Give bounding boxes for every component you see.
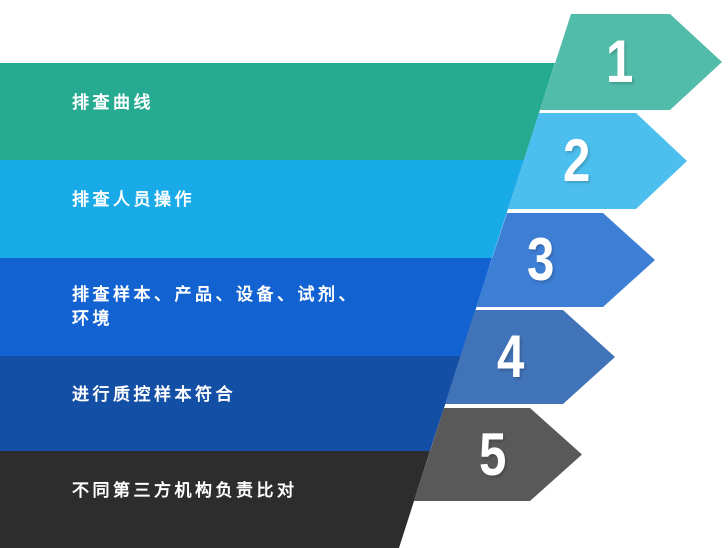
step-arrow-1-icon: 1 <box>540 14 722 110</box>
step-number-3: 3 <box>527 226 555 293</box>
step-number-1: 1 <box>606 28 634 95</box>
step-label-4: 进行质控样本符合 <box>72 384 236 404</box>
step-label-2: 排查人员操作 <box>72 190 195 209</box>
step-bar-4: 进行质控样本符合 <box>0 356 461 451</box>
step-label-3: 排查样本、产品、设备、试剂、 环境 <box>72 285 359 328</box>
step-arrow-2-icon: 2 <box>508 113 687 209</box>
step-number-2: 2 <box>563 127 591 194</box>
step-bar-1: 排查曲线 <box>0 63 555 160</box>
step-number-5: 5 <box>479 420 507 488</box>
step-bar-5: 不同第三方机构负责比对 <box>0 451 430 548</box>
step-arrow-4-icon: 4 <box>445 310 615 404</box>
step-label-5: 不同第三方机构负责比对 <box>72 480 298 500</box>
step-arrow-3-icon: 3 <box>476 213 655 307</box>
step-bar-3: 排查样本、产品、设备、试剂、 环境 <box>0 258 492 356</box>
step-bar-2: 排查人员操作 <box>0 160 524 258</box>
step-number-4: 4 <box>497 323 525 390</box>
step-label-1: 排查曲线 <box>72 92 154 112</box>
